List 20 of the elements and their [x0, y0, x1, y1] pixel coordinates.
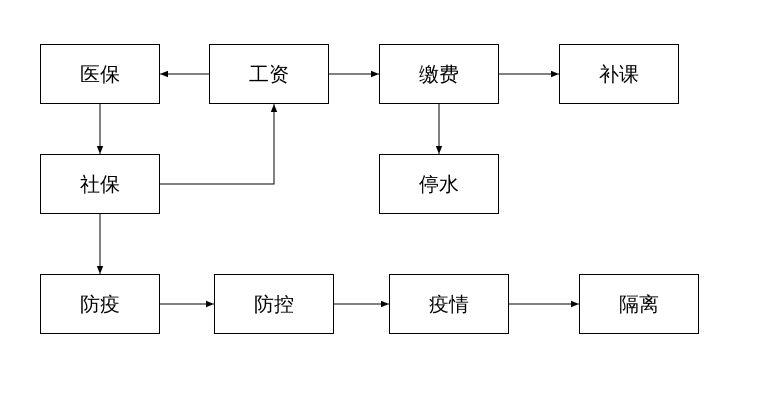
arrow: [436, 104, 442, 154]
arrow: [160, 300, 214, 308]
arrow: [160, 70, 210, 78]
arrow: [96, 104, 104, 154]
arrow: [96, 214, 104, 274]
arrow: [334, 300, 390, 308]
arrow: [328, 70, 380, 78]
process-box: 工资: [209, 44, 329, 104]
process-box: 防疫: [40, 274, 160, 334]
process-box: 补课: [559, 44, 679, 104]
arrow: [508, 300, 580, 308]
process-box: 疫情: [389, 274, 509, 334]
process-box: 防控: [214, 274, 334, 334]
process-box: 隔离: [579, 274, 699, 334]
arrow: [160, 104, 278, 184]
process-box: 停水: [379, 154, 499, 214]
process-box: 医保: [40, 44, 160, 104]
process-box: 社保: [40, 154, 160, 214]
arrow: [498, 70, 560, 78]
process-box: 缴费: [379, 44, 499, 104]
